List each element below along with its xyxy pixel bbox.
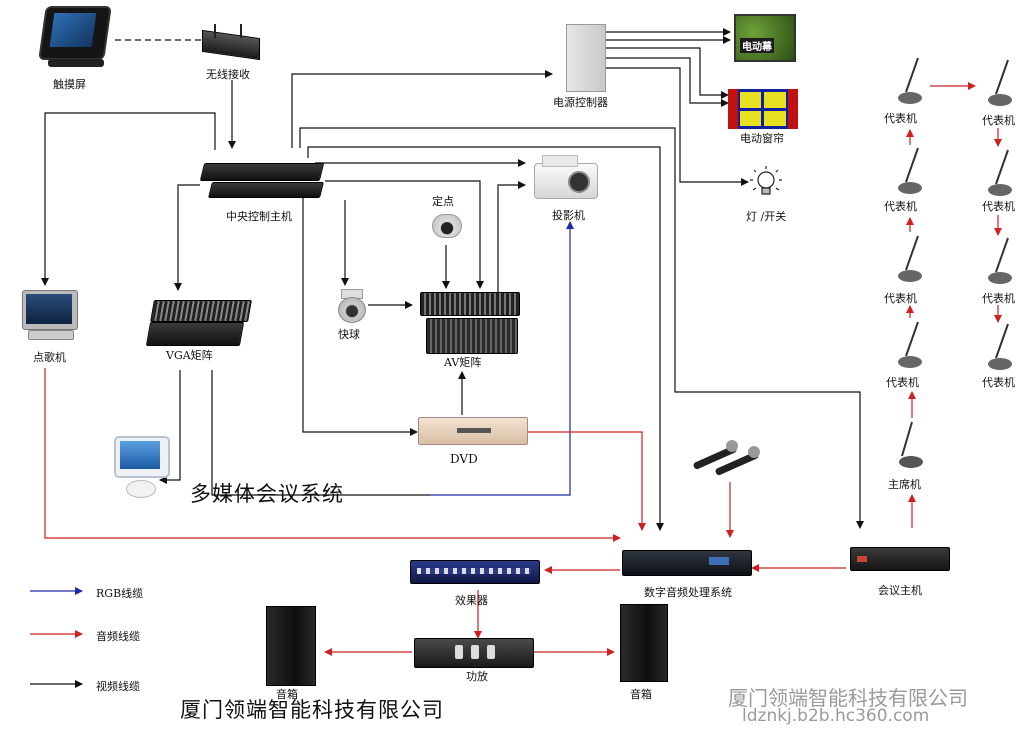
central-controller-label: 中央控制主机 xyxy=(226,210,292,223)
digital-audio-processor-label: 数字音频处理系统 xyxy=(644,586,732,599)
central-controller-unit-2 xyxy=(208,182,324,198)
electric-curtain-icon xyxy=(728,89,798,129)
wire-controller-to-av xyxy=(325,180,484,289)
wire-power-to-curtain xyxy=(605,47,729,99)
av-matrix-icon xyxy=(420,292,520,316)
speed-dome-icon xyxy=(336,289,366,323)
delegate-right-3-label: 代表机 xyxy=(982,292,1015,305)
electric-screen-sign: 电动幕 xyxy=(740,38,774,53)
projector-icon xyxy=(528,153,600,201)
delegate-right-4-label: 代表机 xyxy=(982,376,1015,389)
delegate-mic-right-3-icon xyxy=(986,236,1016,286)
wireless-receiver-label: 无线接收 xyxy=(206,68,250,81)
wireless-receiver-icon xyxy=(200,24,262,64)
wire-vga-to-projector-black xyxy=(211,370,430,496)
legend-video-label: 视频线缆 xyxy=(96,680,140,693)
vga-matrix-icon xyxy=(150,300,252,322)
touch-screen-label: 触摸屏 xyxy=(53,78,86,91)
av-matrix-unit-2 xyxy=(426,318,518,354)
jukebox-label: 点歌机 xyxy=(33,351,66,364)
delegate-mic-left-3-icon xyxy=(896,234,926,284)
effects-unit-label: 效果器 xyxy=(455,594,488,607)
wire-controller-to-host xyxy=(299,127,864,529)
chairman-mic-icon xyxy=(896,420,926,470)
wire-vga-to-monitor xyxy=(159,370,181,484)
delegate-mic-right-1-icon xyxy=(986,58,1016,108)
microphones-icon xyxy=(690,436,770,477)
electric-screen-icon: 电动幕 xyxy=(734,14,796,62)
delegate-left-3-label: 代表机 xyxy=(884,292,917,305)
speaker-right-icon xyxy=(620,604,668,682)
projector-label: 投影机 xyxy=(552,209,585,222)
digital-audio-processor-icon xyxy=(622,550,752,576)
fixed-camera-icon xyxy=(430,210,462,242)
watermark-url: ldznkj.b2b.hc360.com xyxy=(742,706,930,726)
delegate-mic-left-2-icon xyxy=(896,146,926,196)
delegate-left-2-label: 代表机 xyxy=(884,200,917,213)
wire-vga-to-projector xyxy=(430,221,574,496)
wire-controller-to-audio xyxy=(307,146,664,531)
delegate-mic-left-4-icon xyxy=(896,320,926,370)
diagram-title: 多媒体会议系统 xyxy=(190,482,344,506)
speaker-left-label: 音箱 xyxy=(276,688,298,701)
jukebox-monitor-icon xyxy=(20,290,80,342)
delegate-left-4-label: 代表机 xyxy=(886,376,919,389)
dvd-label: DVD xyxy=(450,452,478,466)
dvd-player-icon xyxy=(418,417,528,445)
speaker-left-icon xyxy=(266,606,316,686)
vga-matrix-label: VGA矩阵 xyxy=(166,349,213,362)
wire-dvd-to-audio xyxy=(528,431,646,531)
touch-screen-icon xyxy=(36,4,112,72)
vga-matrix-unit-2 xyxy=(145,322,245,346)
wire-av-to-projector xyxy=(497,181,526,300)
delegate-right-1-label: 代表机 xyxy=(982,114,1015,127)
amplifier-label: 功放 xyxy=(466,670,488,683)
speaker-right-label: 音箱 xyxy=(630,688,652,701)
light-bulb-icon xyxy=(748,164,784,204)
company-name: 厦门领端智能科技有限公司 xyxy=(180,698,444,722)
power-controller-label: 电源控制器 xyxy=(553,96,608,109)
wire-controller-to-vga xyxy=(174,184,200,291)
conference-host-icon xyxy=(850,547,950,571)
fixed-camera-label: 定点 xyxy=(432,195,454,208)
delegate-mic-right-2-icon xyxy=(986,148,1016,198)
delegate-left-1-label: 代表机 xyxy=(884,112,917,125)
wire-jukebox-to-audio xyxy=(44,368,621,542)
watermark-company: 厦门领端智能科技有限公司 xyxy=(728,686,968,710)
effects-unit-icon xyxy=(410,560,540,584)
delegate-mic-left-1-icon xyxy=(896,56,926,106)
chairman-unit-label: 主席机 xyxy=(888,478,921,491)
wire-controller-to-jukebox xyxy=(41,112,216,286)
speed-dome-label: 快球 xyxy=(338,328,360,341)
lights-switch-label: 灯 /开关 xyxy=(746,210,787,223)
legend-rgb-label: RGB线缆 xyxy=(96,587,144,600)
av-matrix-label: AV矩阵 xyxy=(444,356,482,369)
power-controller-icon xyxy=(566,24,606,92)
legend-audio-label: 音频线缆 xyxy=(96,630,140,643)
wire-power-to-curtain-2 xyxy=(605,57,729,107)
conference-host-label: 会议主机 xyxy=(878,584,922,597)
electric-curtain-label: 电动窗帘 xyxy=(740,132,784,145)
central-controller-icon xyxy=(199,163,325,181)
amplifier-icon xyxy=(414,638,534,668)
delegate-right-2-label: 代表机 xyxy=(982,200,1015,213)
wire-controller-to-dvd xyxy=(302,198,418,436)
wire-power-to-lights xyxy=(605,67,749,186)
delegate-mic-right-4-icon xyxy=(986,322,1016,372)
wire-controller-to-power xyxy=(291,70,553,148)
imac-monitor-icon xyxy=(112,436,170,500)
